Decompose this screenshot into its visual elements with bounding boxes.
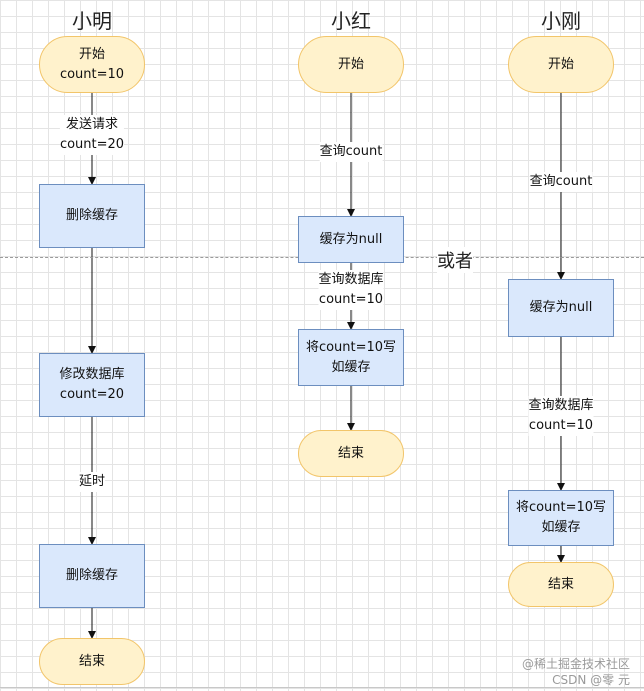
bottom-border <box>0 687 644 688</box>
edge-label-h-query-count: 查询count <box>319 142 383 162</box>
node-g-write-cache: 将count=10写 如缓存 <box>508 490 614 546</box>
node-h-end: 结束 <box>298 430 404 477</box>
edge-label-g-query-db: 查询数据库 count=10 <box>528 396 594 436</box>
lane-title-xiaogang: 小刚 <box>541 9 581 33</box>
watermark-csdn: CSDN @零 元 <box>552 673 630 687</box>
node-g-start: 开始 <box>508 36 614 93</box>
node-m-start: 开始 count=10 <box>39 36 145 93</box>
node-h-write-cache: 将count=10写 如缓存 <box>298 329 404 386</box>
watermark-juejin: @稀土掘金技术社区 <box>521 657 630 671</box>
lane-title-xiaoming: 小明 <box>72 9 112 33</box>
node-g-end: 结束 <box>508 562 614 607</box>
node-h-cache-null: 缓存为null <box>298 216 404 263</box>
node-m-delete-cache-2: 删除缓存 <box>39 544 145 608</box>
node-m-end: 结束 <box>39 638 145 685</box>
node-h-start: 开始 <box>298 36 404 93</box>
node-g-cache-null: 缓存为null <box>508 279 614 337</box>
node-m-update-db: 修改数据库 count=20 <box>39 353 145 417</box>
node-m-delete-cache-1: 删除缓存 <box>39 184 145 248</box>
edge-label-g-query-count: 查询count <box>529 172 593 192</box>
or-label: 或者 <box>437 247 473 273</box>
lane-title-xiaohong: 小红 <box>331 9 371 33</box>
edge-label-send-request: 发送请求 count=20 <box>59 115 125 155</box>
edge-label-delay: 延时 <box>78 472 106 492</box>
edge-label-h-query-db: 查询数据库 count=10 <box>318 270 384 310</box>
